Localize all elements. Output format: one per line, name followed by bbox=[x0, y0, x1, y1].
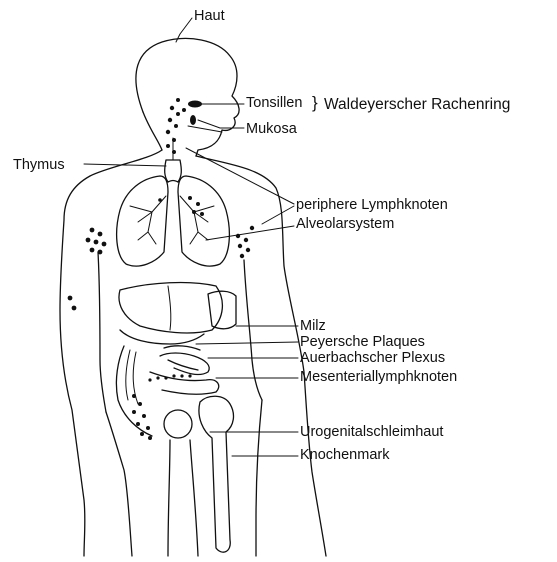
inguinal-lymph-nodes bbox=[132, 394, 152, 440]
label-urogenitalschleimhaut: Urogenitalschleimhaut bbox=[300, 425, 443, 440]
label-tonsillen: Tonsillen bbox=[246, 96, 302, 111]
hip-joint bbox=[164, 410, 192, 438]
abdominal-organs bbox=[119, 283, 236, 344]
label-thymus: Thymus bbox=[13, 158, 65, 173]
label-alveolarsystem: Alveolarsystem bbox=[296, 217, 394, 232]
label-auerbachscher-plexus: Auerbachscher Plexus bbox=[300, 351, 445, 366]
label-peyersche-plaques: Peyersche Plaques bbox=[300, 335, 425, 350]
label-knochenmark: Knochenmark bbox=[300, 448, 389, 463]
label-mesenteriallymphknoten: Mesenteriallymphknoten bbox=[300, 370, 457, 385]
thoracic-lymph-nodes bbox=[158, 196, 204, 216]
left-axillary-lymph-nodes bbox=[68, 228, 107, 311]
brace: } bbox=[312, 94, 318, 111]
label-haut: Haut bbox=[194, 9, 225, 24]
label-milz: Milz bbox=[300, 319, 326, 334]
right-axillary-lymph-nodes bbox=[236, 226, 254, 258]
femur-bone bbox=[199, 396, 234, 552]
label-periphere-lymphknoten: periphere Lymphknoten bbox=[296, 198, 448, 213]
label-waldeyerscher-rachenring: Waldeyerscher Rachenring bbox=[324, 97, 510, 113]
intestines bbox=[116, 346, 218, 436]
neck-lymph-nodes bbox=[166, 98, 186, 154]
label-mukosa: Mukosa bbox=[246, 122, 297, 137]
lungs bbox=[117, 176, 230, 266]
